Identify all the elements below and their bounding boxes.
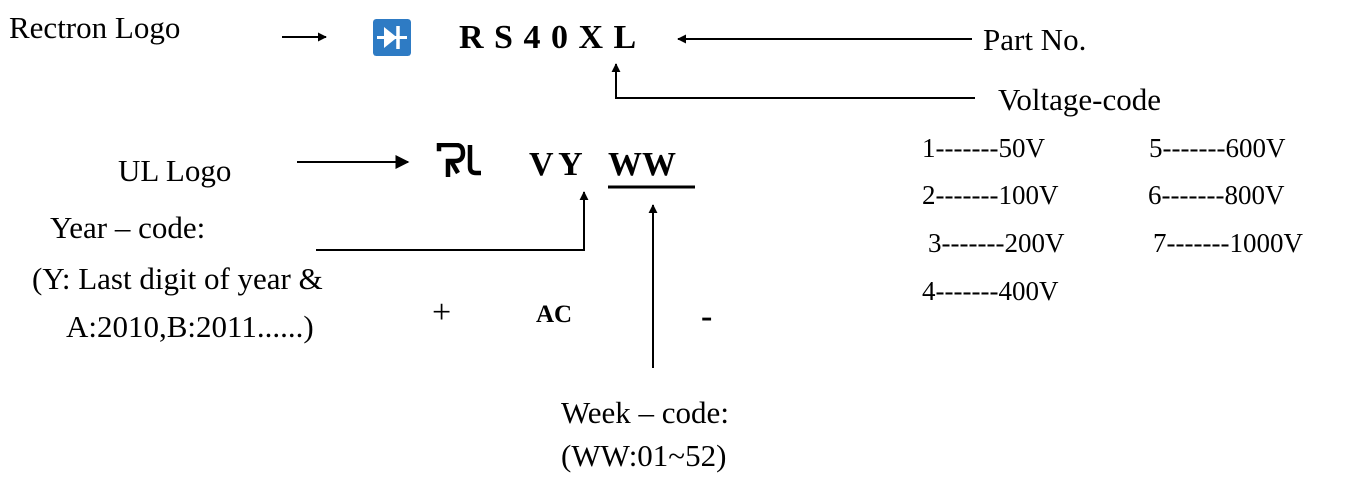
voltage-code-label: Voltage-code <box>998 82 1161 117</box>
year-code-detail-2: A:2010,B:2011......) <box>66 309 314 344</box>
voltage-code-item: 1-------50V <box>922 133 1045 163</box>
voltage-code-item: 2-------100V <box>922 180 1059 210</box>
date-code-vy: V Y <box>529 146 583 183</box>
week-code-label: Week – code: <box>561 395 729 430</box>
date-code-ww: WW <box>608 146 676 183</box>
voltage-code-item: 5-------600V <box>1149 133 1286 163</box>
week-code-detail: (WW:01~52) <box>561 438 727 473</box>
plus-mark: + <box>432 294 452 331</box>
voltage-code-item: 4-------400V <box>922 276 1059 306</box>
arrow-voltage-code <box>611 63 975 99</box>
minus-mark: - <box>701 298 713 335</box>
part-number: R S 4 0 X L <box>459 19 638 56</box>
voltage-code-item: 7-------1000V <box>1153 228 1303 258</box>
part-no-label: Part No. <box>983 22 1087 57</box>
ul-logo-label: UL Logo <box>118 153 232 188</box>
year-code-detail-1: (Y: Last digit of year & <box>32 261 323 296</box>
arrow-year-code <box>316 191 589 251</box>
diode-symbol-icon <box>373 19 411 56</box>
rectron-logo-label: Rectron Logo <box>9 10 181 45</box>
year-code-label: Year – code: <box>50 210 206 245</box>
ac-mark: AC <box>536 301 573 328</box>
voltage-code-item: 3-------200V <box>928 228 1065 258</box>
voltage-code-item: 6-------800V <box>1148 180 1285 210</box>
ul-recognized-mark-icon <box>436 143 481 177</box>
